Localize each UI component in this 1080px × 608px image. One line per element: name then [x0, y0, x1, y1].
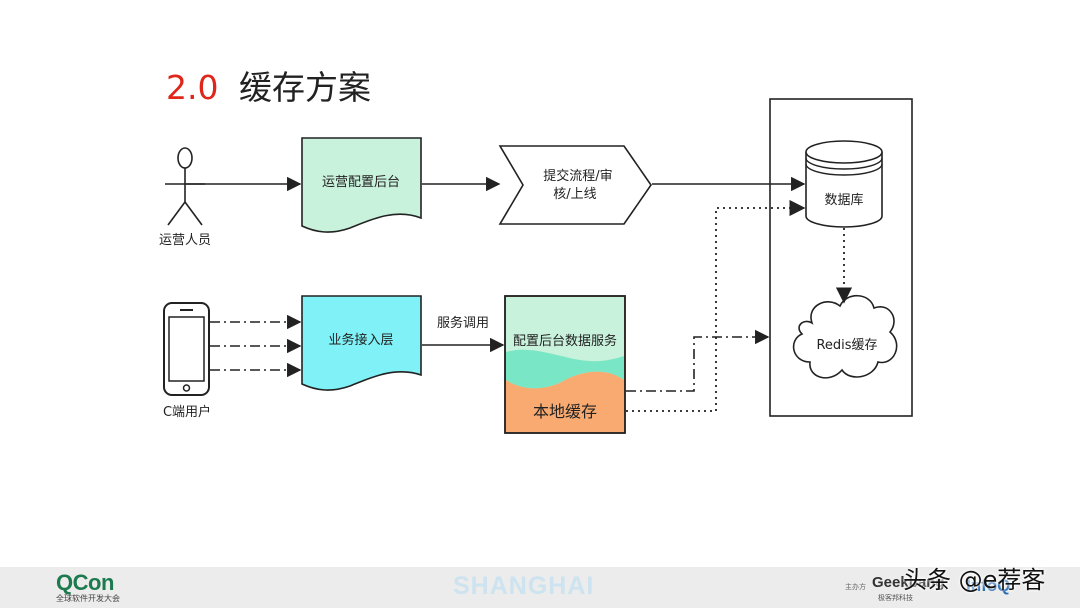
infoq-logo: InfoQ [966, 576, 1011, 595]
access-layer-label: 业务接入层 [328, 332, 393, 348]
storage-container [769, 98, 913, 417]
ops-backend-label: 运营配置后台 [322, 175, 400, 190]
footer-bar [0, 567, 1080, 608]
review-flow-node [498, 145, 652, 225]
qcon-logo: QCon [56, 570, 114, 595]
access-layer-node [301, 295, 422, 391]
redis-cloud-node [792, 294, 898, 379]
edge-service-to-redis [626, 329, 770, 392]
title-number: 2.0 [166, 68, 218, 107]
city-label: SHANGHAI [453, 572, 595, 600]
config-service-label: 配置后台数据服务 [513, 333, 617, 349]
qcon-subtitle: 全球软件开发大会 [56, 594, 120, 603]
sponsor-label: 主办方 [845, 583, 866, 591]
operator-label: 运营人员 [159, 233, 211, 248]
database-node [805, 140, 883, 228]
review-flow-label-1: 提交流程/审 [543, 168, 612, 184]
ops-backend-node [301, 137, 422, 233]
watermark: 头条 @e荐客 [903, 566, 1046, 594]
local-cache-label: 本地缓存 [533, 402, 597, 421]
title-text: 缓存方案 [239, 68, 371, 107]
redis-label: Redis缓存 [816, 338, 877, 353]
page-title: 2.0 缓存方案 [166, 68, 371, 107]
operator-actor-icon [165, 147, 205, 226]
geekbang-subtitle: 极客邦科技 [878, 594, 913, 602]
geekbang-logo: Geekbang [872, 574, 945, 591]
edge-service-to-database [626, 199, 806, 412]
phone-icon [163, 302, 210, 396]
service-call-label: 服务调用 [437, 315, 489, 331]
database-label: 数据库 [824, 192, 863, 208]
review-flow-label-2: 核/上线 [553, 187, 596, 202]
config-service-node [504, 295, 626, 434]
c-user-label: C端用户 [163, 404, 211, 420]
